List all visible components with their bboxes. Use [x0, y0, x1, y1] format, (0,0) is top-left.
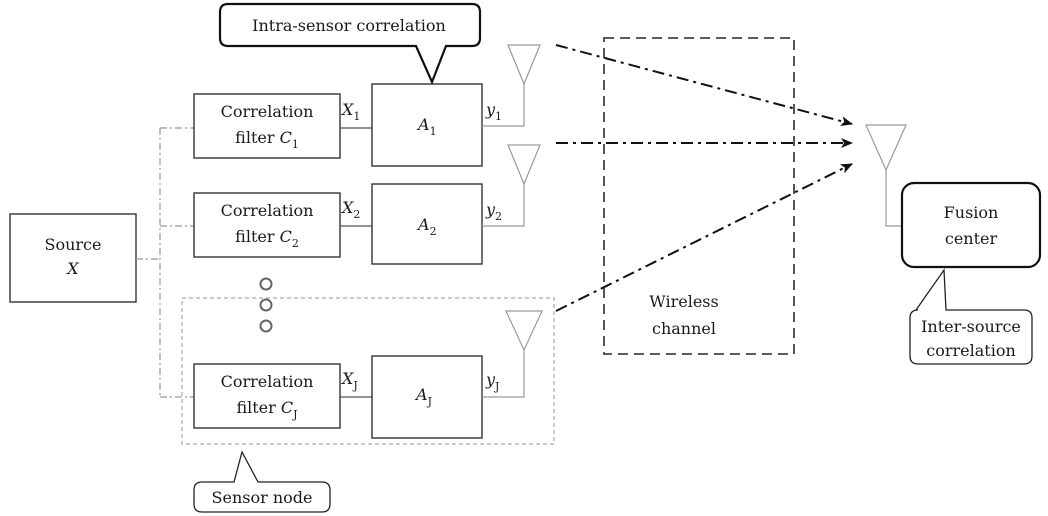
sensor-2: Correlation filter C2 X2 A2 y2 [193, 144, 541, 265]
wireless-channel: Wireless channel [603, 37, 795, 355]
svg-text:filter CJ: filter CJ [236, 398, 297, 421]
correlation-filter-j [193, 363, 341, 429]
source-symbol: X [65, 259, 79, 278]
x2-label: X2 [340, 198, 360, 221]
xj-label: XJ [340, 369, 358, 392]
fusion-label: Fusion [944, 203, 999, 222]
inter-source-label-1: Inter-source [921, 317, 1021, 336]
sensor-node-callout: Sensor node [193, 450, 331, 513]
center-label: center [945, 229, 998, 248]
intra-sensor-label: Intra-sensor correlation [252, 16, 446, 35]
antenna-icon [505, 310, 543, 352]
channel-label: channel [652, 319, 716, 338]
encoder-a1 [371, 83, 483, 167]
inter-source-callout: Inter-source correlation [909, 268, 1033, 365]
transmission-arrows [555, 44, 853, 312]
svg-text:filter C1: filter C1 [235, 128, 299, 151]
fusion-center: Fusion center [900, 181, 1042, 269]
antenna-icon [507, 44, 541, 86]
ellipsis-dots [259, 277, 273, 333]
source-distribution-lines [136, 127, 194, 398]
x1-label: X1 [340, 100, 360, 123]
encoder-a2 [371, 183, 483, 265]
y2-label: y2 [485, 200, 502, 223]
intra-sensor-callout: Intra-sensor correlation [218, 2, 482, 85]
source-block: Source X [9, 213, 137, 303]
yj-label: yJ [485, 370, 499, 393]
sensor-node-boundary [181, 297, 555, 445]
filter-1-label: Correlation [221, 102, 314, 121]
source-label: Source [45, 235, 102, 254]
svg-text:filter C2: filter C2 [235, 227, 299, 250]
aj-label: AJ [414, 385, 432, 408]
correlation-filter-1 [193, 93, 341, 159]
a1-label: A1 [416, 115, 437, 138]
filter-j-label: Correlation [221, 372, 314, 391]
sensor-1: Correlation filter C1 X1 A1 y1 [193, 44, 541, 167]
sensor-j: Correlation filter CJ XJ AJ yJ [193, 310, 543, 439]
receiver-antenna-icon [865, 124, 907, 172]
inter-source-label-2: correlation [926, 341, 1016, 360]
y1-label: y1 [485, 100, 502, 123]
filter-2-label: Correlation [221, 201, 314, 220]
antenna-icon [507, 144, 541, 186]
correlation-filter-2 [193, 192, 341, 258]
wireless-label: Wireless [649, 292, 718, 311]
sensor-node-label: Sensor node [212, 488, 313, 507]
a2-label: A2 [416, 215, 437, 238]
